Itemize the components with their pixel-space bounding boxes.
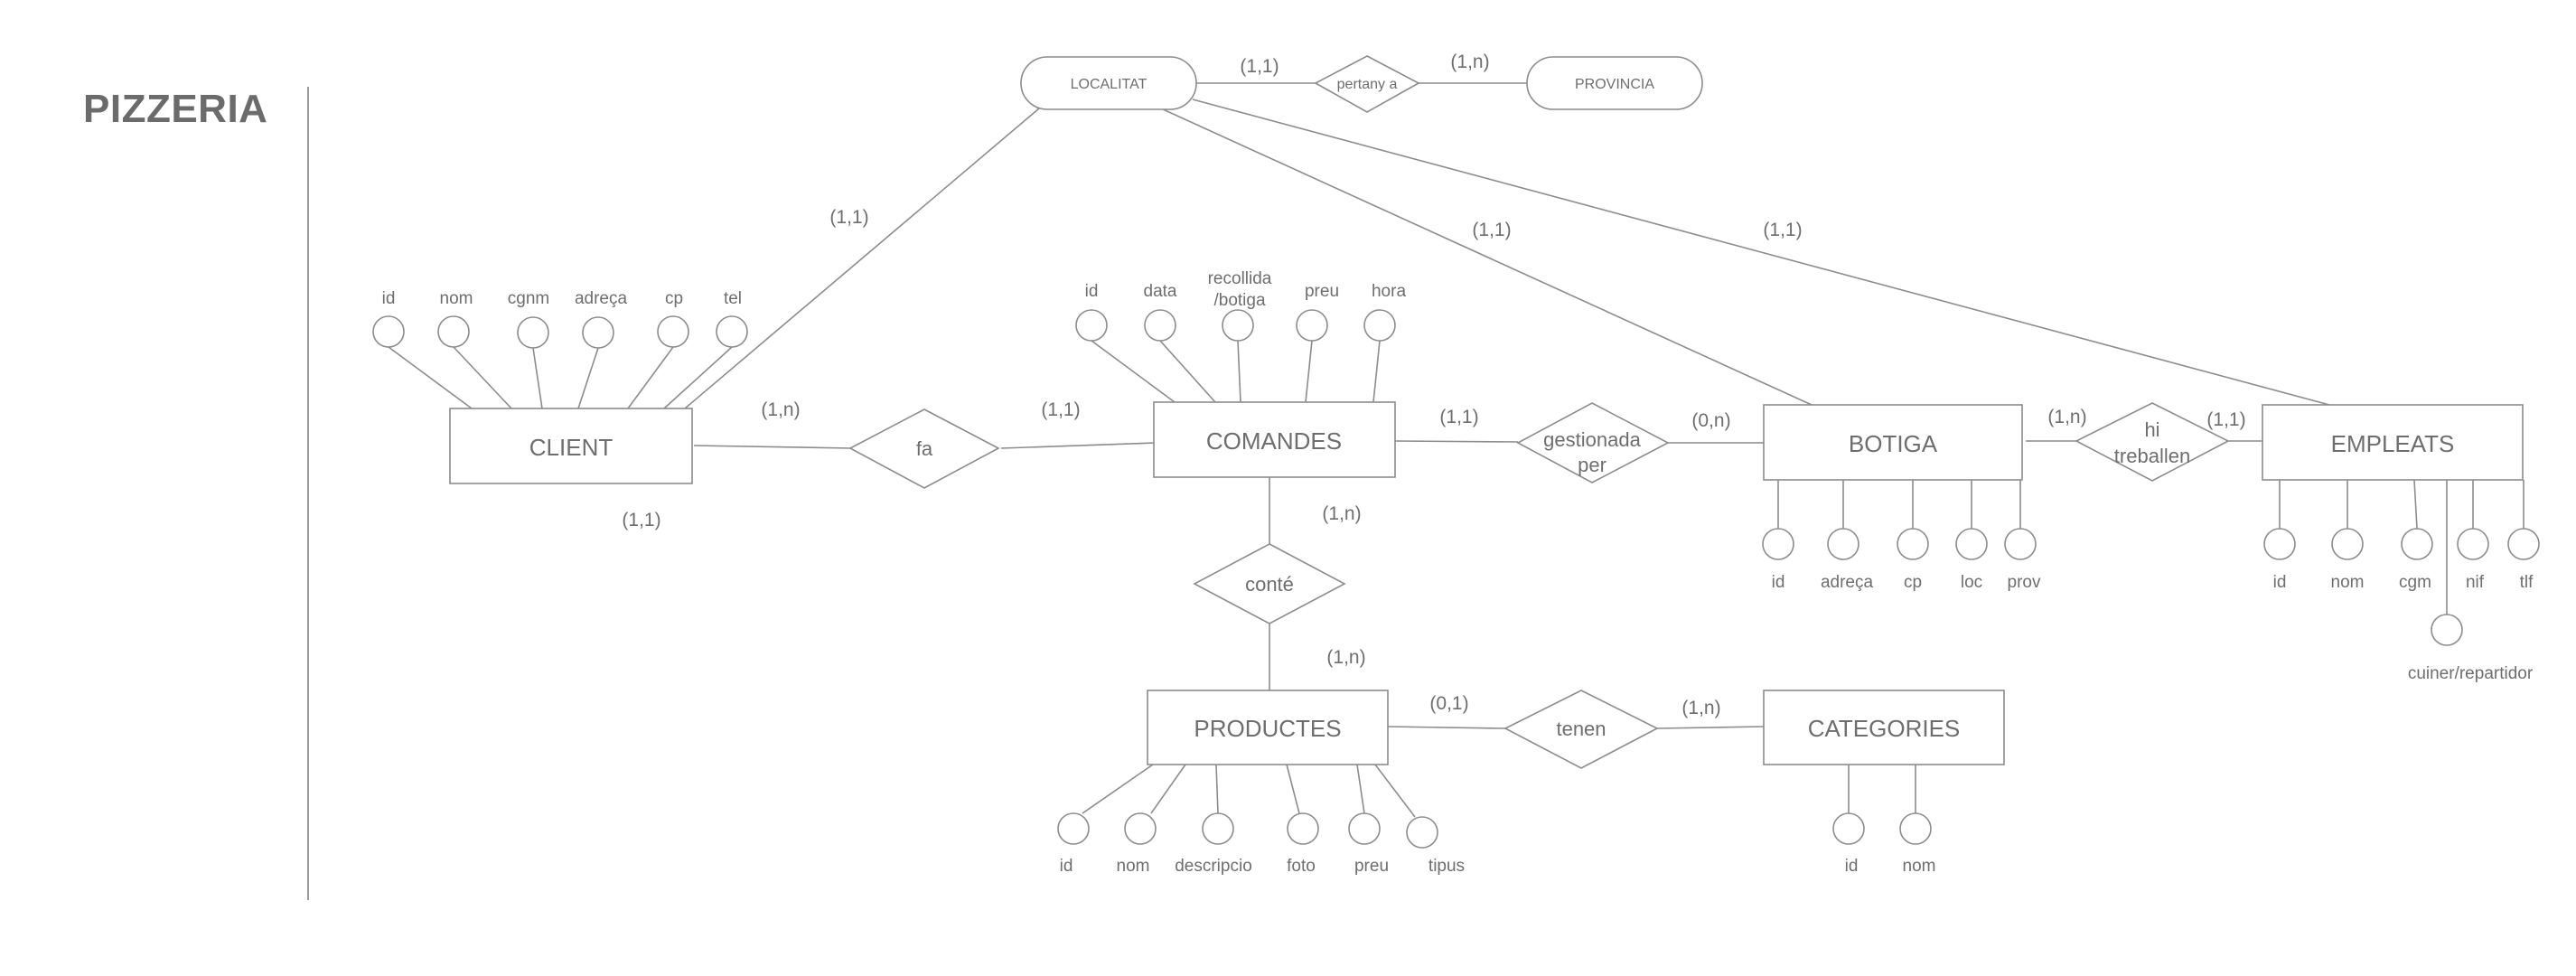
categories-attribute-labels: id nom [1845,857,1936,876]
attr-label: tel [724,289,742,308]
svg-text:gestionada: gestionada [1543,428,1641,451]
svg-text:tenen: tenen [1556,718,1606,740]
productes-attribute-labels: id nom descripcio foto preu tipus [1060,857,1465,876]
attr-label: descripcio [1175,857,1252,876]
attr-label: id [1772,573,1785,592]
svg-text:conté: conté [1245,573,1294,596]
attr-label: loc [1961,573,1982,592]
attr-label: cp [665,289,683,308]
attribute-circles [372,309,2540,849]
relationship-gestionada-per: gestionada per [1516,402,1670,483]
svg-text:fa: fa [916,437,933,460]
cardinality-label: (1,n) [761,399,800,420]
relationship-conte: conté [1193,543,1346,624]
svg-text:PROVINCIA: PROVINCIA [1575,77,1654,92]
entity-productes: PRODUCTES [1147,690,1389,765]
attr-label: cuiner/repartidor [2408,664,2534,683]
attr-label: cp [1904,573,1922,592]
attr-label: /botiga [1213,291,1265,310]
entity-provincia: PROVINCIA [1526,56,1703,110]
cardinality-label: (0,n) [1691,410,1730,431]
attr-label: cgnm [508,289,549,308]
cardinality-labels: (1,1) (1,n) (1,1) (1,1) (1,1) (1,n) (1,1… [622,52,2245,718]
svg-text:BOTIGA: BOTIGA [1849,430,1938,457]
attr-label: cgm [2399,573,2431,592]
cardinality-label: (1,1) [1472,220,1511,240]
attr-label: tlf [2520,573,2534,592]
relationship-fa: fa [848,408,1000,489]
svg-text:pertany a: pertany a [1337,77,1398,92]
cardinality-label: (1,1) [2206,409,2245,430]
cardinality-label: (1,1) [1763,220,1802,240]
svg-text:CLIENT: CLIENT [529,434,614,461]
attr-label: nom [2331,573,2365,592]
entity-client: CLIENT [449,408,693,484]
attr-label: foto [1287,857,1316,876]
cardinality-label: (1,1) [829,207,868,228]
cardinality-label: (1,n) [1322,503,1361,524]
cardinality-label: (1,n) [1326,647,1365,668]
cardinality-label: (1,n) [1681,698,1720,718]
relationship-pertany: pertany a [1314,55,1420,113]
empleats-attribute-labels: id nom cgm nif tlf cuiner/repartidor [2273,573,2534,683]
relationship-tenen: tenen [1503,690,1659,769]
attr-label: adreça [1821,573,1874,592]
botiga-attribute-labels: id adreça cp loc prov [1772,573,2041,592]
entity-comandes: COMANDES [1153,401,1396,478]
attr-label: id [2273,573,2287,592]
attr-label: adreça [575,289,628,308]
cardinality-label: (1,n) [1450,52,1489,72]
svg-text:treballen: treballen [2114,445,2190,467]
attr-label: prov [2008,573,2041,592]
attr-label: nom [1903,857,1936,876]
attr-label: tipus [1429,857,1465,876]
svg-text:LOCALITAT: LOCALITAT [1071,77,1147,92]
attr-label: id [382,289,396,308]
svg-text:EMPLEATS: EMPLEATS [2331,430,2455,457]
attr-label: id [1085,282,1099,301]
attr-label: nom [440,289,473,308]
attr-label: id [1845,857,1859,876]
entity-categories: CATEGORIES [1763,690,2005,765]
svg-text:CATEGORIES: CATEGORIES [1808,715,1961,742]
attr-label: nom [1117,857,1150,876]
comandes-attribute-labels: id data recollida /botiga preu hora [1085,269,1407,310]
entity-empleats: EMPLEATS [2262,404,2524,481]
attr-label: nif [2466,573,2485,592]
entity-localitat: LOCALITAT [1020,56,1197,110]
attr-label: id [1060,857,1073,876]
client-attribute-labels: id nom cgnm adreça cp tel [382,289,742,308]
svg-text:PRODUCTES: PRODUCTES [1194,715,1341,742]
entity-botiga: BOTIGA [1763,404,2023,481]
vertical-divider [307,87,309,900]
relationship-hi-treballen: hi treballen [2075,402,2230,482]
cardinality-label: (1,1) [1041,399,1080,420]
cardinality-label: (1,1) [1240,56,1279,77]
attr-label: hora [1372,282,1406,301]
attr-label: data [1144,282,1177,301]
cardinality-label: (0,1) [1429,693,1468,714]
svg-text:COMANDES: COMANDES [1206,427,1342,455]
svg-text:hi: hi [2144,418,2159,441]
attr-label: recollida [1208,269,1272,288]
connector-lines [388,82,2524,818]
attr-label: preu [1354,857,1389,876]
cardinality-label: (1,n) [2047,407,2086,427]
page-title: PIZZERIA [83,87,268,131]
attr-label: preu [1305,282,1339,301]
svg-text:per: per [1578,454,1606,476]
cardinality-label: (1,1) [622,510,660,530]
cardinality-label: (1,1) [1439,407,1478,427]
